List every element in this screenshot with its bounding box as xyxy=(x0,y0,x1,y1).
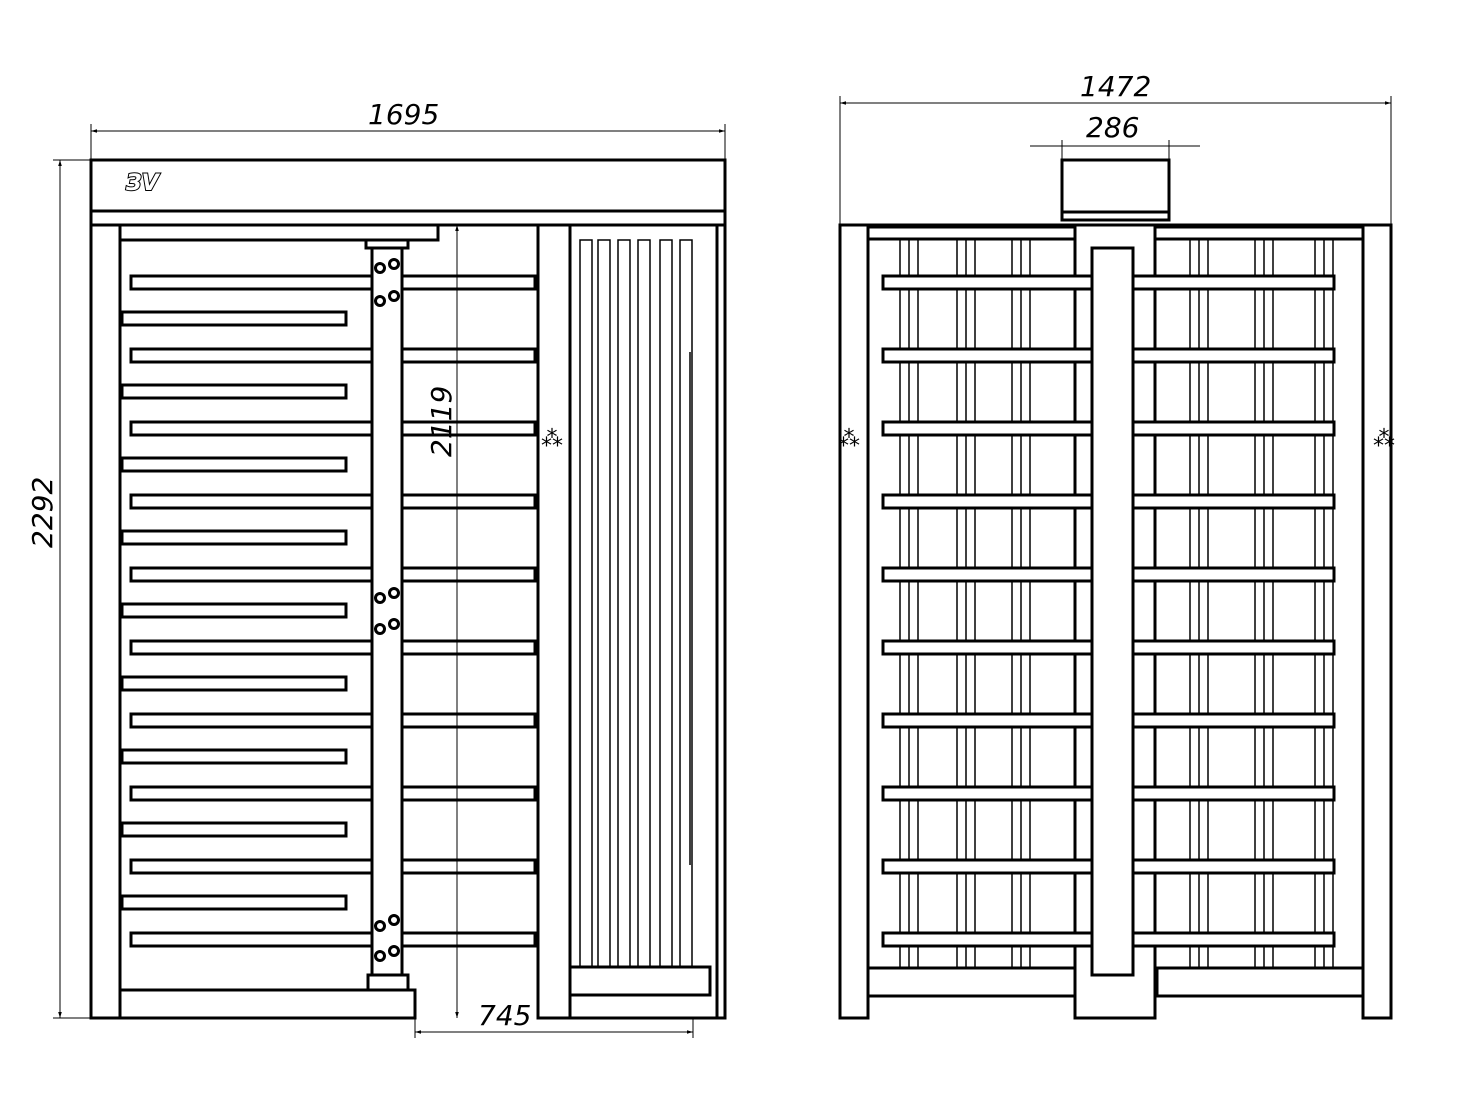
side-arm-right xyxy=(1131,274,1336,291)
dimensions: 1695 2292 2119 745 1472 286 xyxy=(26,70,1392,1038)
bolt xyxy=(374,262,386,274)
rotor-arm-back xyxy=(120,456,348,473)
rotor-arm-right xyxy=(400,712,537,729)
side-arm-right xyxy=(1131,639,1336,656)
dim-745: 745 xyxy=(478,999,531,1032)
bolt xyxy=(374,592,386,604)
side-arm-right xyxy=(1131,420,1336,437)
bolt xyxy=(374,920,386,932)
control-box xyxy=(1060,158,1171,214)
side-reader-right: ⁂ xyxy=(1373,427,1395,452)
rotor-arm-left xyxy=(129,931,374,948)
rotor-arm-left xyxy=(129,493,374,510)
rotor-arm-left xyxy=(129,712,374,729)
front-view: ЗV ⁂ xyxy=(89,158,727,1020)
rotor-arm-left xyxy=(129,639,374,656)
side-arm-left xyxy=(881,566,1094,583)
side-arm-left xyxy=(881,639,1094,656)
side-arm-left xyxy=(881,274,1094,291)
rotor-arm-right xyxy=(400,493,537,510)
bolt xyxy=(388,258,400,270)
bolt xyxy=(374,623,386,635)
rotor-bolts xyxy=(374,258,400,962)
rotor-arm-back xyxy=(120,310,348,327)
side-arm-left xyxy=(881,347,1094,364)
side-rotor xyxy=(1090,246,1135,977)
rotor-arm-right xyxy=(400,420,537,437)
bolt xyxy=(374,295,386,307)
brand-logo: ЗV xyxy=(125,171,161,196)
side-arm-left xyxy=(881,931,1094,948)
fence-bottom-bar xyxy=(568,965,712,997)
dim-1472: 1472 xyxy=(1080,70,1151,103)
side-right-top-rail xyxy=(1150,225,1365,241)
side-reader-left: ⁂ xyxy=(838,427,860,452)
side-arm-right xyxy=(1131,493,1336,510)
rotor-arm-back xyxy=(120,602,348,619)
bolt xyxy=(388,618,400,630)
side-arm-left xyxy=(881,420,1094,437)
side-arm-right xyxy=(1131,566,1336,583)
top-canopy xyxy=(89,158,727,213)
side-view: ⁂ ⁂ xyxy=(838,158,1395,1020)
side-arm-left xyxy=(881,785,1094,802)
side-arm-right xyxy=(1131,712,1336,729)
side-arms xyxy=(881,274,1336,948)
side-arm-right xyxy=(1131,347,1336,364)
dim-286: 286 xyxy=(1086,111,1139,144)
rotor-arm-back xyxy=(120,383,348,400)
rotor-arm-left xyxy=(129,274,374,291)
rotor-arm-right xyxy=(400,858,537,875)
rotor-arm-back xyxy=(120,894,348,911)
top-beam xyxy=(89,209,727,227)
bolt xyxy=(388,587,400,599)
bolt xyxy=(388,914,400,926)
rotor-arm-back xyxy=(120,529,348,546)
rotor-arms xyxy=(120,274,537,948)
rotor-arm-right xyxy=(400,347,537,364)
rotor-arm-left xyxy=(129,347,374,364)
rotor-arm-left xyxy=(129,566,374,583)
dim-1695: 1695 xyxy=(368,98,439,131)
rotor-arm-back xyxy=(120,821,348,838)
side-arm-left xyxy=(881,712,1094,729)
rotor-arm-right xyxy=(400,274,537,291)
rotor-base xyxy=(366,973,410,992)
side-arm-left xyxy=(881,493,1094,510)
side-arm-left xyxy=(881,858,1094,875)
top-bracket xyxy=(118,223,440,242)
right-post xyxy=(715,223,727,1020)
side-arm-right xyxy=(1131,858,1336,875)
rotor-column xyxy=(370,246,404,977)
rotor-cap xyxy=(364,238,410,250)
rotor-arm-back xyxy=(120,748,348,765)
side-right-bottom xyxy=(1155,966,1365,998)
rotor-arm-left xyxy=(129,858,374,875)
left-post xyxy=(89,223,122,1020)
bolt xyxy=(388,290,400,302)
side-arm-right xyxy=(1131,785,1336,802)
rotor-arm-left xyxy=(129,785,374,802)
bottom-plate xyxy=(118,988,417,1020)
dim-2119: 2119 xyxy=(425,386,458,457)
control-box-base xyxy=(1060,210,1171,222)
bolt xyxy=(388,945,400,957)
fence-post xyxy=(536,223,572,1020)
side-left-top-rail xyxy=(866,225,1080,241)
bolt xyxy=(374,950,386,962)
rotor-arm-back xyxy=(120,675,348,692)
side-left-post xyxy=(838,223,870,1020)
side-right-post xyxy=(1361,223,1393,1020)
reader-symbol: ⁂ xyxy=(541,427,563,452)
rotor-arm-right xyxy=(400,931,537,948)
rotor-arm-right xyxy=(400,785,537,802)
dim-2292: 2292 xyxy=(26,477,59,548)
rotor-arm-left xyxy=(129,420,374,437)
rotor-arm-right xyxy=(400,566,537,583)
side-left-bottom xyxy=(866,966,1077,998)
rotor-arm-right xyxy=(400,639,537,656)
side-arm-right xyxy=(1131,931,1336,948)
